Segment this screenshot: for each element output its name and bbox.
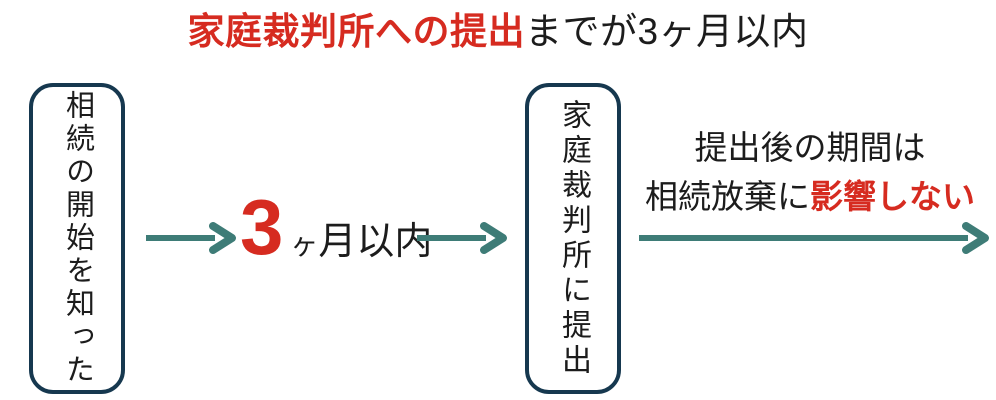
note-line-2-highlight: 影響しない xyxy=(810,178,975,215)
title-highlight: 家庭裁判所への提出 xyxy=(187,11,525,52)
title-rest: までが3ヶ月以内 xyxy=(524,11,809,52)
start-box-label: 相続の開始を知った xyxy=(61,90,94,387)
start-box: 相続の開始を知った xyxy=(29,83,125,394)
note-line-1: 提出後の期間は xyxy=(694,129,926,166)
months-counter: ヶ xyxy=(290,229,319,260)
three-months-label: 3 ヶ 月以内 xyxy=(240,188,432,266)
arrow-right-icon xyxy=(417,222,507,254)
post-submission-note: 提出後の期間は 相続放棄に影響しない xyxy=(623,123,996,221)
family-court-box: 家庭裁判所に提出 xyxy=(525,83,621,394)
three-number: 3 xyxy=(240,183,284,271)
long-arrow-right-icon xyxy=(639,222,989,254)
diagram-title: 家庭裁判所への提出までが3ヶ月以内 xyxy=(0,8,996,56)
arrow-right-icon xyxy=(146,222,236,254)
months-suffix: 月以内 xyxy=(318,221,433,263)
family-court-box-label: 家庭裁判所に提出 xyxy=(557,98,590,379)
note-line-2-prefix: 相続放棄に xyxy=(645,178,810,215)
note-line-2: 相続放棄に影響しない xyxy=(623,172,996,221)
